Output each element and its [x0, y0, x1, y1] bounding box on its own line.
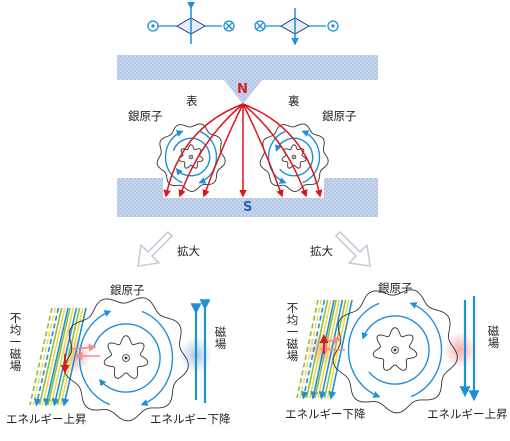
orbit-arrow [140, 310, 174, 406]
field-stripe [38, 307, 63, 406]
spin-arrow [275, 137, 314, 177]
energy-up-label-right: エネルギー上昇 [427, 407, 508, 421]
magnify-label-left: 拡大 [177, 244, 200, 258]
nucleus-star-icon [103, 335, 149, 379]
nucleus-star-icon [372, 327, 418, 371]
lower-right-panel [296, 289, 480, 414]
front-label: 表 [186, 94, 198, 108]
back-label: 裏 [288, 94, 300, 108]
magnetic-field-lines [163, 103, 323, 198]
magnify-arrow-icon [137, 231, 173, 267]
silver-atom-enlarged-right [332, 289, 458, 414]
field-stripe [305, 299, 329, 399]
magnify-arrow-icon [335, 231, 371, 267]
nucleus-star-icon [281, 144, 307, 169]
south-pole-label: S [243, 200, 253, 215]
field-stripe [56, 307, 81, 406]
energy-down-label-left: エネルギー下降 [150, 412, 231, 426]
field-label-left: 磁場 [214, 325, 227, 352]
field-line [163, 103, 244, 198]
spin-symbols-left [147, 2, 235, 44]
field-stripe [300, 299, 326, 400]
field-stripe [42, 307, 66, 406]
north-magnet [117, 55, 378, 104]
nonuniform-field-label-left: 不均一磁場 [9, 311, 22, 374]
field-line [242, 103, 284, 198]
silver-atom-enlarged-left [63, 297, 189, 422]
field-stripe [60, 307, 84, 406]
electron-cloud [156, 123, 226, 192]
spin-out-of-page-icon [327, 20, 339, 32]
spin-arrow [361, 315, 430, 385]
orbit-arrow [347, 302, 381, 398]
field-stripe [50, 307, 74, 406]
field-stripe [32, 307, 56, 406]
orbit-arrow [267, 130, 287, 184]
field-stripe [299, 299, 322, 399]
lower-left-panel [29, 297, 212, 422]
field-stripe [29, 307, 53, 406]
field-stripe [33, 307, 60, 407]
silver-atom-label-lower-right: 銀原子 [378, 281, 413, 295]
orbit-arrow [301, 130, 321, 184]
field-stripe [328, 299, 353, 400]
field-line [202, 103, 244, 198]
field-line [178, 103, 244, 198]
spin-into-page-icon [223, 20, 235, 32]
nonuniform-field-label-right: 不均一磁場 [286, 301, 299, 364]
field-stripe [47, 307, 71, 406]
north-pole-label: N [237, 82, 248, 97]
energy-down-label-right: エネルギー下降 [285, 407, 366, 421]
field-stripe [296, 299, 319, 399]
field-line [242, 103, 323, 198]
orbit-arrow [164, 130, 184, 184]
electron-cloud [63, 297, 189, 422]
orbit-arrow [409, 302, 443, 398]
silver-atom-label-left: 銀原子 [128, 109, 163, 123]
field-label-right: 磁場 [487, 324, 500, 351]
spin-arrow [93, 323, 161, 393]
magnify-label-right: 拡大 [310, 244, 333, 258]
field-line [242, 103, 308, 198]
spin-symbols-right [254, 8, 339, 46]
electron-cloud [259, 123, 329, 192]
silver-atom-label-lower-left: 銀原子 [110, 283, 145, 297]
orbit-arrow [198, 130, 218, 184]
south-magnet [117, 178, 378, 217]
field-stripe [43, 307, 69, 407]
energy-up-label-left: エネルギー上昇 [6, 412, 87, 426]
upper-atoms [156, 123, 329, 192]
silver-atom-label-right: 銀原子 [322, 109, 357, 123]
